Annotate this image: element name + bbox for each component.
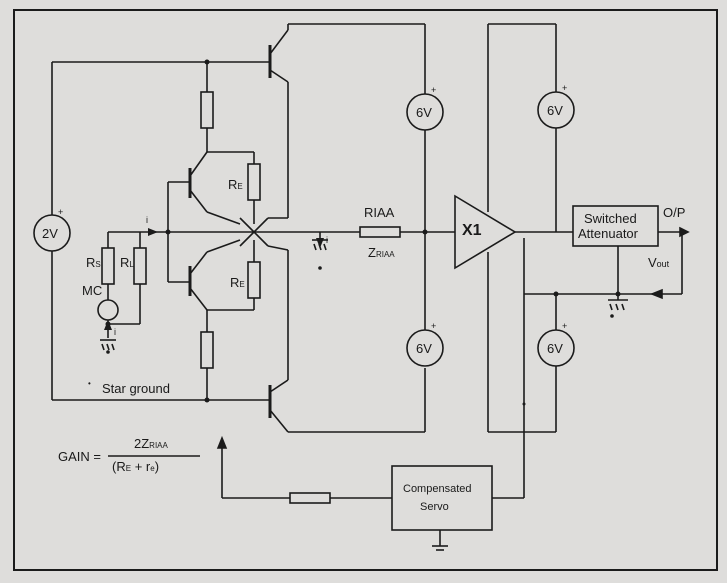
servo-resistor: [289, 492, 331, 504]
re-top-label: RE: [228, 177, 243, 192]
mc-label: MC: [82, 283, 103, 298]
diagram-frame: [13, 9, 718, 571]
rs-label: RS: [86, 255, 101, 270]
x1-buffer: [454, 194, 517, 270]
rl-label: RL: [120, 255, 134, 270]
attenuator-label-line2: Attenuator: [578, 226, 638, 241]
re-resistor-top: [247, 163, 261, 201]
vout-label: Vout: [648, 255, 670, 270]
re-resistor-bottom: [247, 261, 261, 299]
star-ground-label: Star ground: [102, 381, 170, 396]
switched-attenuator-box: [572, 205, 659, 247]
compensated-servo-box: [391, 465, 493, 531]
plus-sign: +: [431, 85, 437, 95]
source-6v-top-left-label: 6V: [416, 105, 432, 120]
servo-label-line1: Compensated: [403, 483, 472, 495]
plus-sign: +: [58, 207, 64, 217]
gain-denominator: (RE + re): [112, 459, 160, 474]
servo-label-line2: Servo: [420, 501, 449, 513]
source-6v-top-right-label: 6V: [547, 103, 563, 118]
riaa-network: [359, 226, 401, 238]
zriaa-label: ZRIAA: [368, 245, 395, 260]
source-2v-label: 2V: [42, 226, 58, 241]
riaa-label: RIAA: [364, 205, 395, 220]
plus-sign: +: [562, 321, 568, 331]
star-mark: •: [88, 379, 91, 388]
source-6v-bottom-left-label: 6V: [416, 341, 432, 356]
bias-resistor-bottom: [200, 331, 214, 369]
output-label: O/P: [663, 205, 686, 220]
current-i-label: i: [146, 215, 148, 225]
bias-resistor-top: [200, 91, 214, 129]
rl-resistor: [133, 247, 147, 285]
gain-label: GAIN =: [58, 449, 101, 464]
rs-resistor: [101, 247, 115, 285]
mc-cartridge: [97, 299, 119, 321]
plus-sign: +: [562, 83, 568, 93]
current-i-label: i: [114, 327, 116, 337]
gain-numerator: 2ZRIAA: [134, 436, 168, 451]
source-6v-bottom-right-label: 6V: [547, 341, 563, 356]
current-i-label: i: [326, 235, 328, 245]
plus-sign: +: [431, 321, 437, 331]
re-bottom-label: RE: [230, 275, 245, 290]
attenuator-label-line1: Switched: [584, 211, 637, 226]
x1-label: X1: [462, 222, 482, 239]
